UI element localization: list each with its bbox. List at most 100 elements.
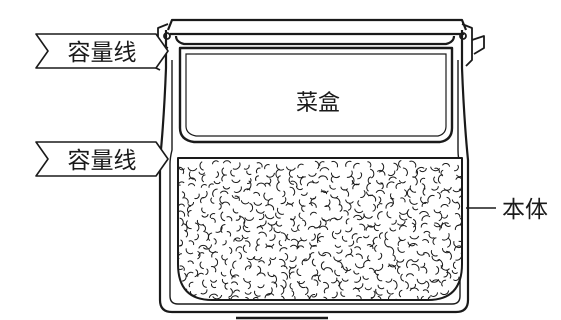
rice-grain [226,231,232,237]
rice-grain [421,215,431,221]
rice-grain [188,171,195,180]
rice-grain [182,197,189,204]
rice-grain [431,186,439,191]
rice-grain [363,259,371,267]
rice-grain [201,207,206,214]
rice-grain [363,213,373,219]
rice-grain [289,296,296,300]
rice-grain [364,296,373,300]
rice-grain [187,166,198,172]
rice-grain [189,291,197,296]
rice-grain [357,172,363,180]
rice-grain [311,274,319,280]
rice-grain [441,214,448,219]
rice-grain [408,243,418,248]
rice-grain [420,222,428,228]
rice-grain [334,269,341,277]
rice-grain [386,289,394,295]
rice-grain [386,211,392,219]
rice-grain [304,286,309,296]
rice-grain [389,193,395,200]
rice-grain [400,273,405,282]
rice-grain [412,176,418,186]
rice-grain [271,281,278,288]
rice-grain [267,259,272,266]
rice-grain [297,224,300,232]
rice-grain [194,222,200,232]
rice-grain [221,254,226,261]
rice-grain [221,201,231,206]
rice-grain [452,261,457,270]
rice-grain [220,211,226,222]
rice-grain [378,162,385,173]
rice-grain [289,186,296,196]
rice-grain [178,210,186,217]
rice-grain [184,229,189,238]
right-hinge [459,23,485,67]
rice-grain [264,214,275,220]
rice-grain [226,216,233,222]
rice-grain [214,258,219,267]
rice-grain [278,239,283,247]
rice-grain [228,287,233,298]
rice-grain [252,256,263,261]
rice-grain [178,203,185,207]
rice-grain [377,211,383,220]
rice-grain [310,211,317,216]
rice-grain [335,279,340,287]
rice-grain [310,245,317,250]
rice-grain [443,296,449,300]
side-dish-box-label: 菜盒 [296,91,340,116]
rice-grain [388,263,397,268]
rice-grain [409,160,417,168]
rice-grain [194,233,199,241]
rice-grain [200,184,208,188]
rice-grain [178,244,182,254]
rice-grain [345,160,352,167]
rice-grain [196,219,204,226]
rice-grain [300,192,308,196]
rice-grain [404,281,409,290]
rice-grain [267,271,275,277]
rice-grain [329,184,336,190]
rice-grain [321,252,332,257]
rice-grain [453,164,459,172]
rice-grain [244,291,252,295]
rice-grain [362,235,370,239]
rice-grain [255,209,265,214]
rice-grain [365,225,374,231]
rice-grain [420,295,424,300]
rice-grain [267,220,278,226]
rice-grain [320,190,328,195]
rice-grain [354,263,365,269]
rice-grain [377,295,382,300]
rice-grain [378,196,382,204]
rice-grain [236,225,241,232]
rice-grain [211,251,219,258]
rice-grain [255,175,259,182]
rice-grain [243,164,250,170]
rice-grain [336,249,343,254]
rice-grain [238,251,242,260]
rice-grain [272,274,277,284]
rice-grain [269,256,277,260]
rice-grain [288,176,294,185]
rice-grain [359,223,366,231]
rice-grain [242,225,251,233]
rice-grain [301,204,305,212]
rice-grain [264,164,270,170]
rice-grain [302,253,311,262]
rice-grain [334,229,342,235]
rice-grain [179,265,185,272]
rice-grain [313,279,319,287]
rice-grain [296,175,304,179]
rice-grain [421,183,426,190]
rice-grain [231,179,241,184]
rice-grain [215,171,219,179]
rice-grain [438,211,443,222]
rice-grain [451,199,459,204]
rice-grain [455,176,462,180]
capacity-line-upper-callout: 容量线 [35,33,169,69]
rice-grain [298,212,303,220]
rice-grain [317,274,322,282]
